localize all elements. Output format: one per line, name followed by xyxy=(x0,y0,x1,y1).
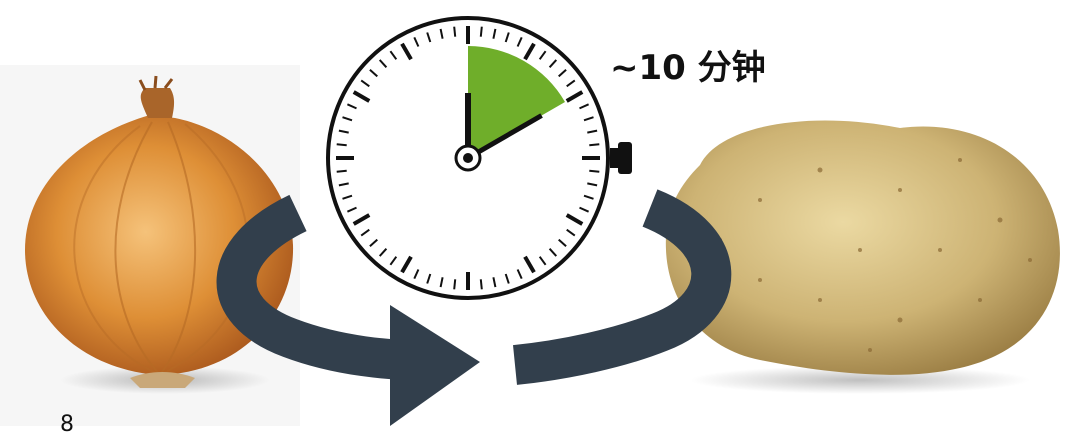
minute-tick xyxy=(538,256,547,266)
hour-tick xyxy=(523,42,536,61)
hour-tick xyxy=(352,90,371,103)
minute-tick xyxy=(589,143,600,147)
minute-tick xyxy=(439,28,444,39)
minute-tick xyxy=(346,206,357,213)
hour-tick xyxy=(352,213,371,226)
center-cap-dot xyxy=(463,153,473,163)
minute-tick xyxy=(589,169,600,173)
minute-tick xyxy=(346,103,357,110)
circular-arrow-icon xyxy=(216,189,732,426)
minute-tick xyxy=(492,28,497,39)
minute-tick xyxy=(439,277,444,288)
diagram-canvas xyxy=(25,16,1060,426)
minute-tick xyxy=(587,129,598,134)
minute-tick xyxy=(453,279,457,290)
minute-tick xyxy=(583,116,594,122)
minute-tick xyxy=(378,248,388,257)
minute-tick xyxy=(336,143,347,147)
stopwatch-icon xyxy=(326,16,632,300)
crown-stem xyxy=(610,148,620,168)
minute-tick xyxy=(342,116,353,122)
minute-tick xyxy=(516,36,523,47)
minute-tick xyxy=(336,169,347,173)
minute-tick xyxy=(558,68,567,78)
minute-tick xyxy=(587,182,598,187)
hour-tick xyxy=(565,90,584,103)
minute-tick xyxy=(378,59,388,68)
minute-tick xyxy=(369,68,378,78)
minute-tick xyxy=(492,277,497,288)
hour-tick xyxy=(400,42,413,61)
minute-tick xyxy=(579,206,590,213)
minute-tick xyxy=(360,79,370,88)
minute-tick xyxy=(413,36,420,47)
hour-tick xyxy=(565,213,584,226)
minute-tick xyxy=(548,59,558,68)
minute-tick xyxy=(504,273,510,284)
minute-tick xyxy=(369,238,378,248)
minute-tick xyxy=(479,26,483,37)
minute-tick xyxy=(516,269,523,280)
minute-tick xyxy=(548,248,558,257)
minute-tick xyxy=(538,50,547,60)
minute-tick xyxy=(338,129,349,134)
minute-tick xyxy=(413,269,420,280)
potato-image xyxy=(665,120,1060,394)
minute-tick xyxy=(579,103,590,110)
minute-tick xyxy=(426,32,432,43)
minute-tick xyxy=(558,238,567,248)
minute-tick xyxy=(360,228,370,237)
minute-tick xyxy=(453,26,457,37)
minute-hand xyxy=(466,113,543,161)
minute-tick xyxy=(389,256,398,266)
elapsed-sector xyxy=(468,46,565,158)
crown-button xyxy=(618,142,632,174)
minute-tick xyxy=(338,182,349,187)
minute-tick xyxy=(583,194,594,200)
hour-tick xyxy=(400,255,413,274)
minute-tick xyxy=(426,273,432,284)
minute-tick xyxy=(566,79,576,88)
minute-tick xyxy=(389,50,398,60)
onion-to-potato-diagram: ~10 分钟 8 xyxy=(25,16,1060,437)
minute-tick xyxy=(566,228,576,237)
time-label: ~10 分钟 xyxy=(610,48,766,88)
minute-tick xyxy=(342,194,353,200)
hour-tick xyxy=(523,255,536,274)
minute-tick xyxy=(504,32,510,43)
minute-tick xyxy=(479,279,483,290)
page-number: 8 xyxy=(60,412,74,437)
